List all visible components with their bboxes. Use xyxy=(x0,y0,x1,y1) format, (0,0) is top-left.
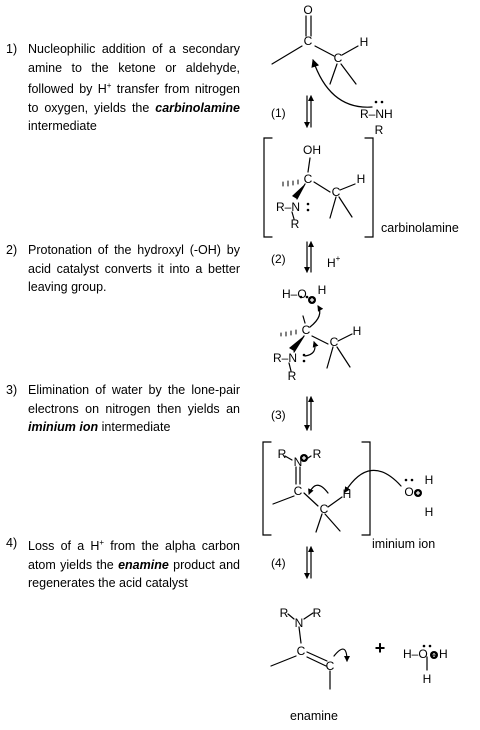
oxonium-label: H–O xyxy=(282,287,307,301)
acid-reagent-label: H+ xyxy=(327,254,341,270)
text-run: Elimination of water by the lone-pair el… xyxy=(28,383,240,416)
hydronium-dash: – xyxy=(430,647,437,661)
superscript: + xyxy=(99,538,105,547)
ketone-structure xyxy=(271,15,359,85)
lone-pair-push-curved-arrow xyxy=(304,341,319,357)
equilibrium-arrow-step-1 xyxy=(304,95,314,128)
iminium-ion-name: iminium ion xyxy=(372,537,435,551)
alpha-hydrogen-label: H xyxy=(360,35,369,49)
equilibrium-arrow-step-2 xyxy=(304,241,314,273)
enamine-name: enamine xyxy=(290,709,338,723)
step-number: 3) xyxy=(6,383,18,397)
iminium-brackets xyxy=(262,441,371,536)
text-run: transfer from nitrogen to oxygen, yields… xyxy=(28,82,240,115)
pi-bond-formation-curved-arrow xyxy=(308,484,329,495)
equilibrium-arrow-step-4 xyxy=(304,546,314,579)
secondary-amine-label: R–NH xyxy=(360,107,393,121)
carbonyl-carbon-label: C xyxy=(304,34,313,48)
text-run: product and regenerates the acid catalys… xyxy=(28,557,241,591)
methyl-bond xyxy=(271,45,303,65)
carbinolamine-brackets xyxy=(263,137,374,238)
enamine-curved-arrow xyxy=(333,648,350,662)
alpha-carbon-label: C xyxy=(332,185,341,199)
equilibrium-arrow-step-3 xyxy=(304,396,314,431)
enamine-r-label: R xyxy=(313,606,322,620)
text-run: intermediate xyxy=(98,420,171,434)
amine-r-label: R xyxy=(291,217,300,231)
iminium-r-label: R xyxy=(278,447,287,461)
leaving-group-curved-arrow xyxy=(309,305,324,328)
iminium-carbon-label: C xyxy=(294,484,303,498)
hydronium-label: H–O xyxy=(403,647,428,661)
alpha-carbon-label: C xyxy=(320,502,329,516)
lone-pair-dots xyxy=(299,100,432,648)
step-label-3: (3) xyxy=(271,408,286,422)
enamine-carbon-label: C xyxy=(297,644,306,658)
carbonyl-oxygen-label: O xyxy=(303,3,312,17)
key-term: carbinolamine xyxy=(155,100,240,115)
water-hydrogen-label: H xyxy=(425,505,434,519)
amine-nitrogen-label: R–N xyxy=(276,200,300,214)
step-1-description: 1) Nucleophilic addition of a secondary … xyxy=(6,40,240,136)
amine-r-label: R xyxy=(288,369,297,383)
water-oxygen-label: O xyxy=(404,485,413,499)
wedge-bond xyxy=(289,335,305,351)
carbinol-carbon-label: C xyxy=(304,172,313,186)
text-run: Protonation of the hydroxyl (-OH) by aci… xyxy=(28,243,240,294)
amine-nitrogen-label: R–N xyxy=(273,351,297,365)
iminium-r-label: R xyxy=(313,447,322,461)
plus-sign: + xyxy=(375,638,386,658)
wedge-bond xyxy=(292,183,306,199)
enamine-r-label: R xyxy=(280,606,289,620)
step-text: Elimination of water by the lone-pair el… xyxy=(28,381,240,437)
text-run: intermediate xyxy=(28,119,97,134)
carbinolamine-name: carbinolamine xyxy=(381,221,459,235)
key-term: enamine xyxy=(118,557,169,572)
alpha-hydrogen-label: H xyxy=(343,487,352,501)
step-text: Nucleophilic addition of a secondary ami… xyxy=(28,40,240,136)
iminium-nitrogen-label: N xyxy=(294,455,303,469)
step-2-description: 2) Protonation of the hydroxyl (-OH) by … xyxy=(6,241,240,297)
water-hydrogen-label: H xyxy=(425,473,434,487)
positive-charges xyxy=(300,296,438,659)
hydroxyl-label: OH xyxy=(303,143,321,157)
text-run: from the alpha carbon atom yields the xyxy=(28,539,241,572)
oxonium-hydrogen-label: H xyxy=(318,283,327,297)
step-number: 2) xyxy=(6,243,18,257)
enamine-nitrogen-label: N xyxy=(295,616,304,630)
step-label-2: (2) xyxy=(271,252,286,266)
alpha-hydrogen-label: H xyxy=(353,324,362,338)
alpha-carbon-label: C xyxy=(334,51,343,65)
text-run: Loss of a H xyxy=(28,539,100,554)
alpha-hydrogen-label: H xyxy=(357,172,366,186)
step-4-description: 4) Loss of a H+ from the alpha carbon at… xyxy=(6,534,240,593)
step-label-4: (4) xyxy=(271,556,286,570)
alpha-carbon-label: C xyxy=(330,335,339,349)
step-3-description: 3) Elimination of water by the lone-pair… xyxy=(6,381,240,437)
step-label-1: (1) xyxy=(271,106,286,120)
amine-r-label: R xyxy=(375,123,384,137)
step-text: Loss of a H+ from the alpha carbon atom … xyxy=(28,534,240,593)
key-term: iminium ion xyxy=(28,420,99,434)
deprotonation-curved-arrow xyxy=(344,469,402,493)
text-run: Nucleophilic addition of a secondary ami… xyxy=(28,42,240,97)
step-number: 1) xyxy=(6,42,18,56)
enamine-structure xyxy=(270,612,331,690)
nucleophilic-attack-curved-arrow xyxy=(311,59,373,108)
protonated-carbinolamine-structure xyxy=(280,315,353,372)
step-number: 4) xyxy=(6,536,18,550)
iminium-structure xyxy=(272,455,343,533)
enamine-beta-carbon-label: C xyxy=(326,659,335,673)
superscript: + xyxy=(106,81,112,90)
step-text: Protonation of the hydroxyl (-OH) by aci… xyxy=(28,241,240,297)
hydronium-bond-h-label: H xyxy=(439,647,448,661)
hydronium-hydrogen-label: H xyxy=(423,672,432,686)
step-descriptions: 1) Nucleophilic addition of a secondary … xyxy=(6,40,240,593)
carbinol-carbon-label: C xyxy=(302,323,311,337)
